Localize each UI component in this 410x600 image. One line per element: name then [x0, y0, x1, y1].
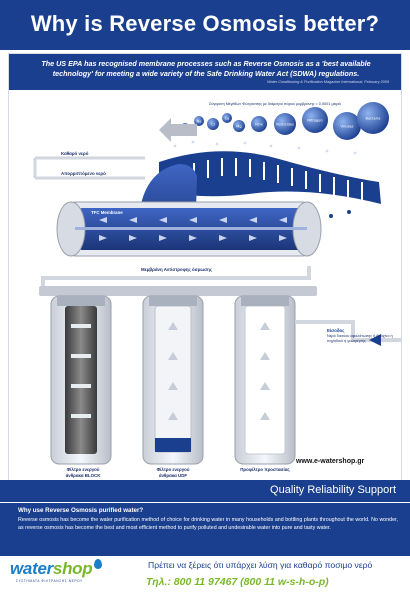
logo-shop: shop: [52, 559, 93, 578]
logo-subtitle: ΣΥΣΤΗΜΑΤΑ ΦΙΛΤΡΑΝΣΗΣ ΝΕΡΟΥ: [16, 579, 83, 583]
tfc-membrane-label: TFC Membrane: [91, 210, 123, 215]
slogan: Πρέπει να ξέρεις ότι υπάρχει λύση για κα…: [148, 560, 373, 570]
inlet-arrow: [369, 334, 381, 346]
waste-water-label: Απορριπτόμενο νερό: [61, 171, 106, 176]
pipes-middle: [41, 266, 311, 290]
pipes-top: [33, 156, 145, 180]
particle-label: Mg: [236, 125, 241, 129]
why-title: Why use Reverse Osmosis purified water?: [18, 507, 144, 514]
logo-water: water: [10, 559, 53, 578]
particle-bubbles: [173, 102, 389, 155]
filter-label-prefilter: Προφίλτρο προστασίας: [240, 467, 290, 472]
particle-label: Ca: [225, 117, 230, 121]
website-link[interactable]: www.e-watershop.gr: [296, 458, 365, 465]
why-text: Reverse osmosis has become the water pur…: [18, 517, 398, 532]
why-section: Why use Reverse Osmosis purified water? …: [0, 502, 410, 556]
intro-band: [9, 54, 401, 90]
watershop-logo[interactable]: watershop: [10, 559, 103, 579]
phone-number[interactable]: Τηλ.: 800 11 97467 (800 11 w-s-h-o-p): [146, 576, 329, 588]
tagline: Quality Reliability Support: [270, 484, 396, 496]
diagram-panel: The US EPA has recognised membrane proce…: [8, 53, 402, 503]
water-drop-icon: [94, 559, 103, 569]
pore-size-label: Σύγκριση Μεγέθων Φιλτρανσης με διάμετρο …: [209, 102, 341, 106]
footer: watershop ΣΥΣΤΗΜΑΤΑ ΦΙΛΤΡΑΝΣΗΣ ΝΕΡΟΥ Πρέ…: [0, 556, 410, 600]
membrane-label: Μεμβράνη Αντίστροφης όσμωσης: [141, 267, 213, 272]
inlet-description: Νερό δικτύου αφαλάτωσης ή βρόχινο ή πηγα…: [327, 334, 393, 343]
filter-label-udf: Φίλτρο ενεργού άνθρακα UDF: [156, 467, 190, 478]
particle-label: Nitrogen: [307, 119, 322, 123]
particle-label: Na: [197, 120, 202, 124]
filter-housings: [39, 286, 317, 465]
source-citation: Water Conditioning & Purification Magazi…: [267, 80, 389, 84]
inlet-label: Είσοδος: [327, 328, 345, 333]
particle-label: Cl: [211, 123, 215, 127]
particle-label: Bacteria: [366, 117, 381, 121]
title-band: Why is Reverse Osmosis better?: [0, 0, 410, 50]
ro-membrane-cylinder: [56, 201, 322, 257]
intro-text: The US EPA has recognised membrane proce…: [41, 59, 371, 78]
particle-label: Viruses: [340, 125, 353, 129]
tagline-band: Quality Reliability Support: [0, 480, 410, 502]
ro-diagram: H₂O Na Cl Ca Mg NOx Pesticides Nitrogen …: [33, 102, 401, 465]
particle-label: NOx: [255, 123, 264, 127]
page-title: Why is Reverse Osmosis better?: [30, 11, 380, 36]
particle-label: Pesticides: [276, 123, 294, 127]
clean-water-arrow: [159, 118, 197, 142]
filter-label-block: Φίλτρο ενεργού άνθρακα BLOCK: [65, 467, 101, 478]
clean-water-label: Καθαρό νερό: [61, 151, 89, 156]
